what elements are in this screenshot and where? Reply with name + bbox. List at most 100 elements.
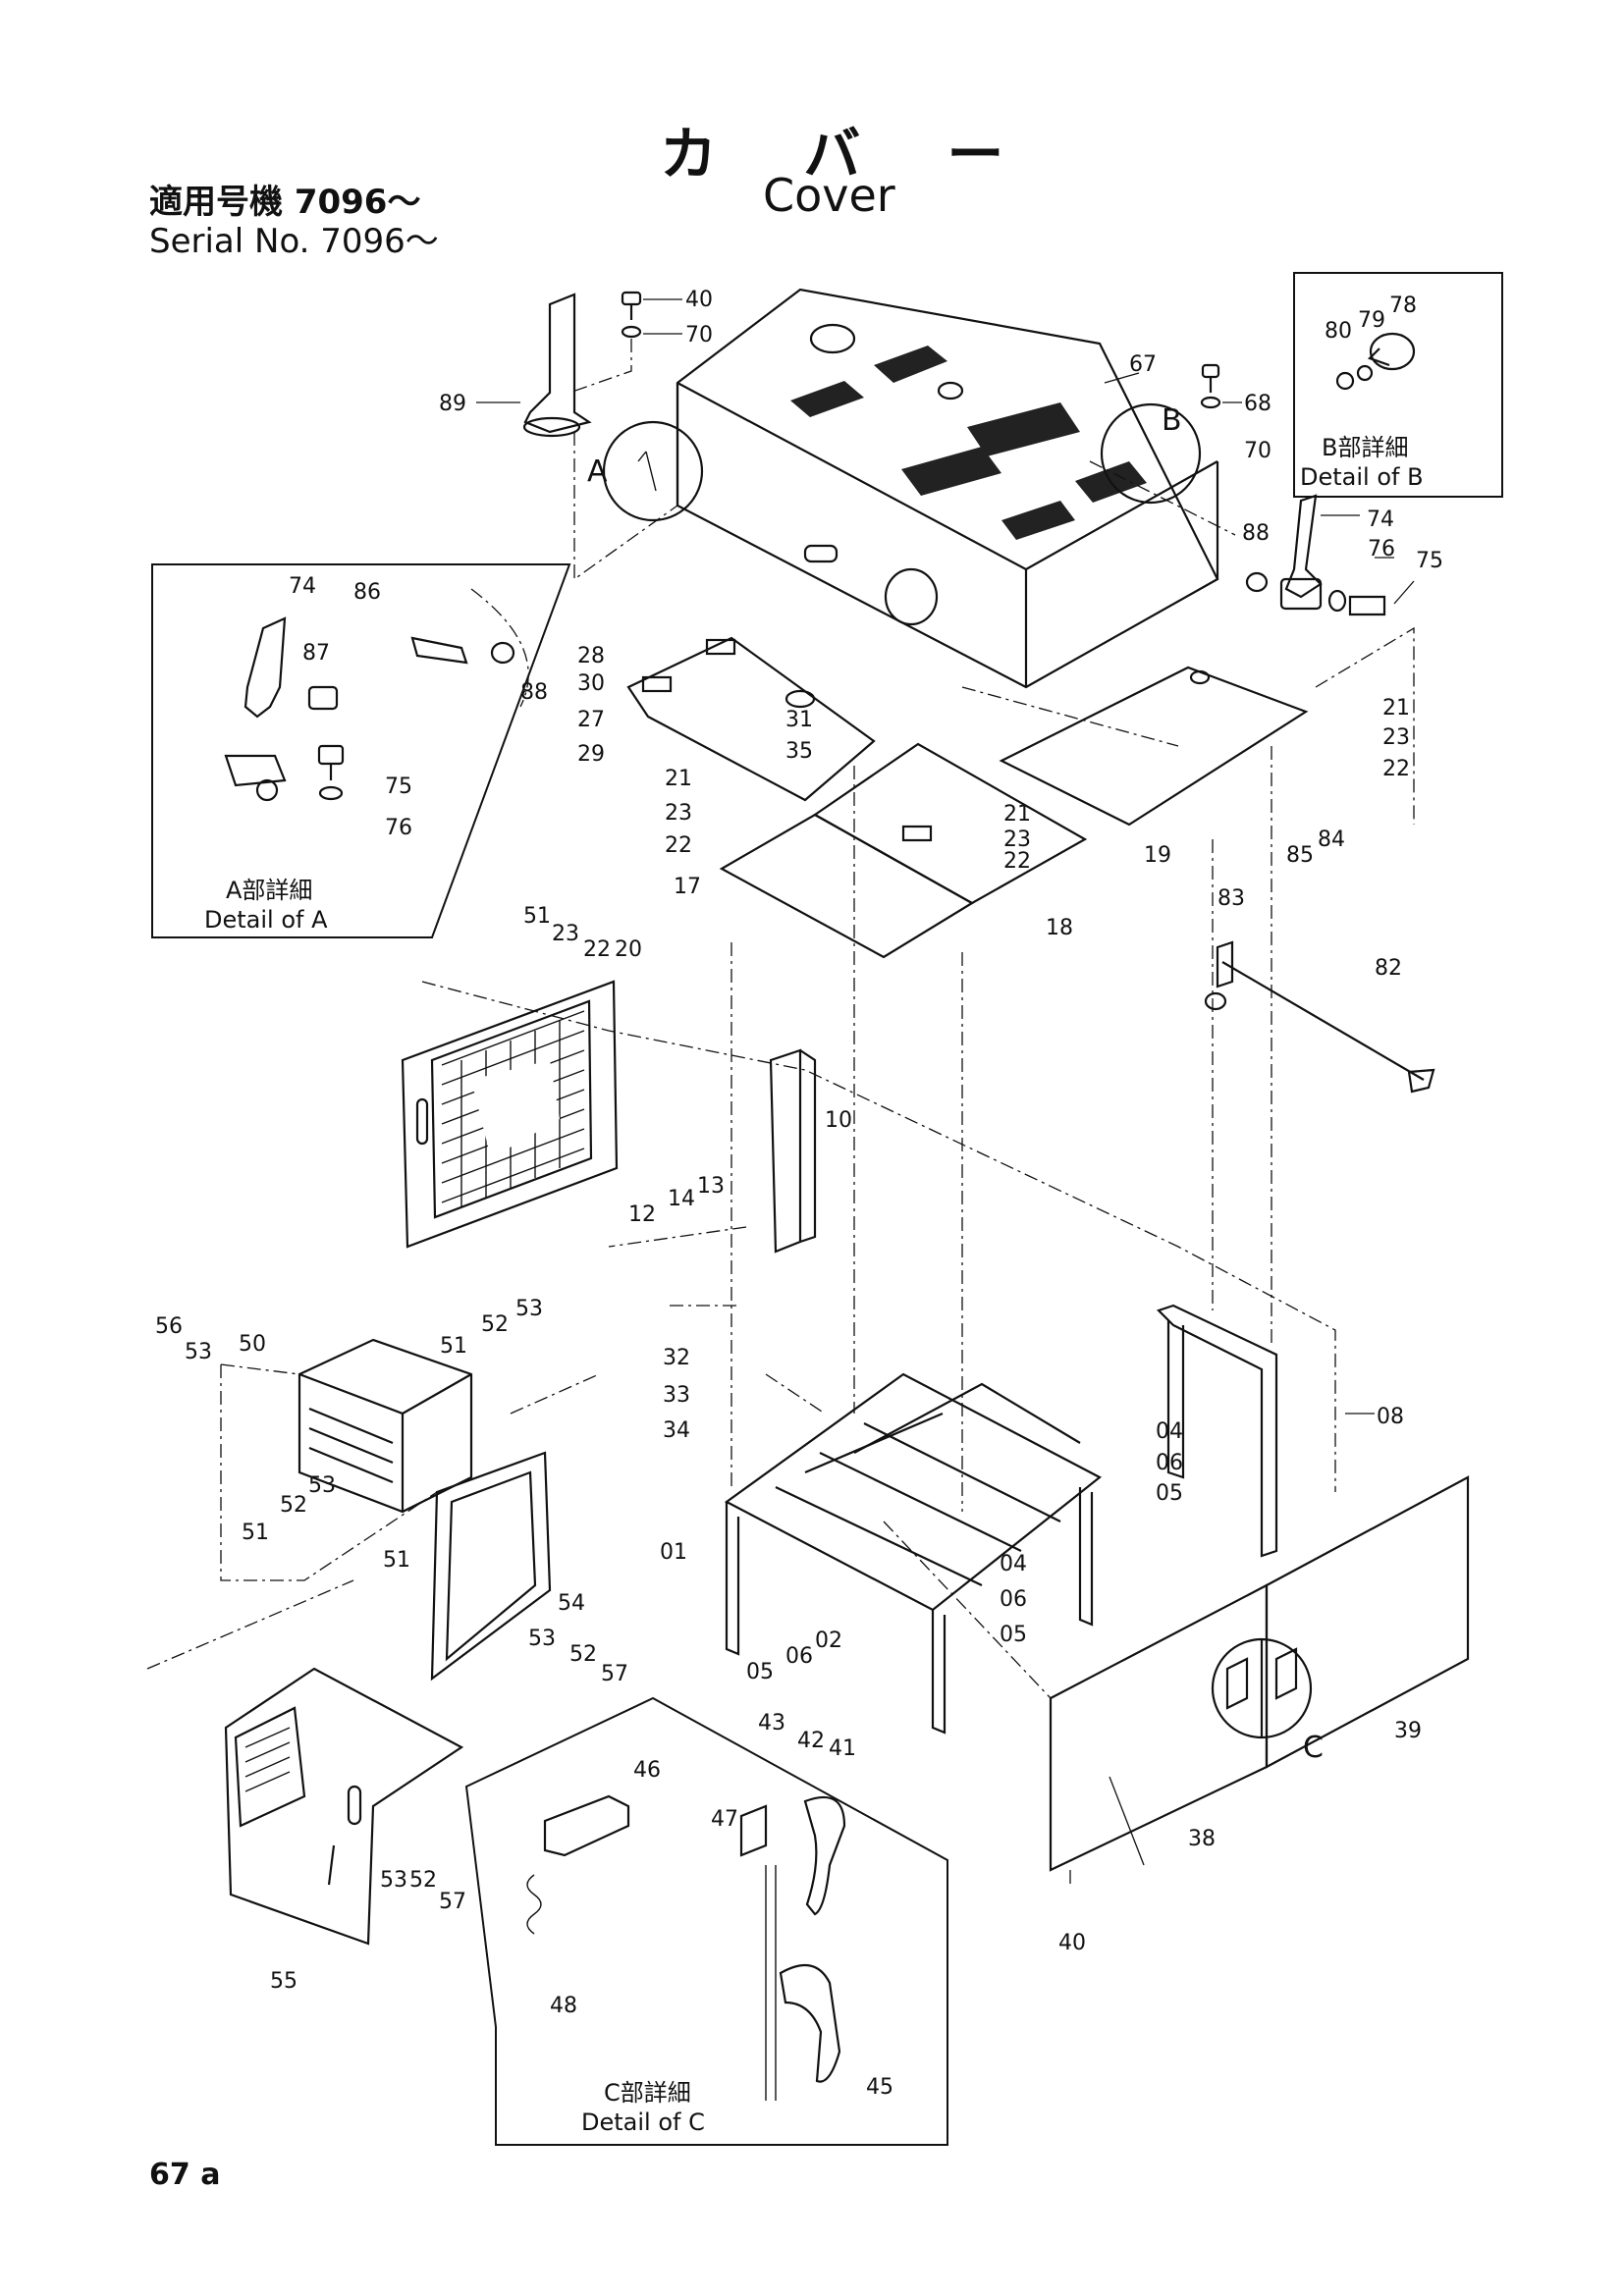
- page-number: 67 a: [149, 2158, 221, 2192]
- part-label: 22: [583, 937, 611, 962]
- exhaust-pipe-89: [522, 293, 592, 438]
- detail-c-en: Detail of C: [581, 2109, 705, 2136]
- part-label: 23: [665, 801, 692, 826]
- part-label: 52: [280, 1493, 307, 1518]
- part-label: 21: [665, 767, 692, 791]
- part-label: 40: [1058, 1931, 1086, 1955]
- part-label: 57: [439, 1890, 466, 1914]
- part-label: 45: [866, 2075, 893, 2100]
- detail-b-en: Detail of B: [1300, 463, 1424, 491]
- rod-82: [1204, 940, 1435, 1094]
- part-label: 52: [569, 1642, 597, 1667]
- part-label: 51: [440, 1334, 467, 1359]
- part-label: 04: [1156, 1419, 1183, 1444]
- part-label: 19: [1144, 843, 1171, 868]
- bolt-40-top: [568, 291, 642, 394]
- assembly-lines: [146, 432, 1415, 1885]
- part-label: 21: [1382, 696, 1410, 721]
- part-label: 74: [1367, 507, 1394, 532]
- part-label: 68: [1244, 392, 1271, 416]
- part-label: 84: [1318, 828, 1345, 852]
- grille-frame-20: [401, 980, 619, 1249]
- part-label: 47: [711, 1807, 738, 1832]
- part-label: 79: [1358, 308, 1385, 333]
- part-label: 06: [1156, 1451, 1183, 1475]
- part-label: 85: [1286, 843, 1314, 868]
- part-label: 75: [385, 774, 412, 799]
- main-frame-01: [724, 1372, 1103, 1735]
- part-label: 53: [308, 1473, 336, 1498]
- part-label: 27: [577, 708, 605, 732]
- panel-54: [430, 1451, 552, 1682]
- part-label: 18: [1046, 916, 1073, 940]
- part-label: 02: [815, 1629, 842, 1653]
- part-label: 08: [1377, 1405, 1404, 1429]
- part-label: 52: [409, 1868, 437, 1893]
- detail-c-box: C部詳細 Detail of C: [464, 1696, 948, 2146]
- part-label: 13: [697, 1174, 725, 1199]
- part-label: 17: [674, 875, 701, 899]
- part-label: 23: [1003, 828, 1031, 852]
- part-label: 05: [746, 1660, 774, 1684]
- part-label: 78: [1389, 294, 1417, 318]
- detail-c-jp: C部詳細: [604, 2079, 691, 2107]
- part-label: 51: [383, 1548, 410, 1573]
- door-38: [1049, 1583, 1269, 1872]
- part-label: 22: [665, 833, 692, 858]
- battery-box-50: [298, 1338, 473, 1514]
- part-label: 88: [1242, 521, 1270, 546]
- callout-a-circle: A: [587, 420, 704, 522]
- part-label: 31: [785, 708, 813, 732]
- part-label: 29: [577, 742, 605, 767]
- part-label: 22: [1382, 757, 1410, 781]
- part-label: 01: [660, 1540, 687, 1565]
- bracket-10: [769, 1048, 817, 1254]
- part-label: 06: [785, 1644, 813, 1669]
- part-label: 30: [577, 671, 605, 696]
- latch-74-right: [1245, 494, 1386, 616]
- detail-a-jp: A部詳細: [226, 877, 312, 904]
- part-label: 53: [185, 1340, 212, 1364]
- callout-b-label: B: [1162, 403, 1182, 438]
- part-label: 57: [601, 1662, 628, 1686]
- top-plate-27: [626, 636, 876, 802]
- engine-cover-67: [676, 288, 1219, 689]
- part-label: 70: [685, 323, 713, 347]
- part-label: 51: [523, 904, 551, 929]
- detail-b-jp: B部詳細: [1322, 434, 1408, 461]
- part-label: 33: [663, 1383, 690, 1408]
- part-label: 35: [785, 739, 813, 764]
- part-label: 88: [520, 680, 548, 705]
- side-door-55: [224, 1667, 464, 1946]
- part-label: 89: [439, 392, 466, 416]
- part-label: 06: [1000, 1587, 1027, 1612]
- part-label: 21: [1003, 802, 1031, 827]
- part-label: 76: [385, 816, 412, 840]
- callout-a-label: A: [587, 454, 608, 489]
- bracket-08: [1156, 1304, 1278, 1558]
- part-label: 23: [1382, 725, 1410, 750]
- callout-b-circle: B: [1100, 402, 1202, 505]
- serial-number-english: Serial No. 7096～: [149, 222, 439, 261]
- panel-18: [812, 742, 1088, 905]
- panel-17: [719, 813, 975, 959]
- part-label: 54: [558, 1591, 585, 1616]
- part-label: 86: [353, 580, 381, 605]
- part-label: 32: [663, 1346, 690, 1370]
- part-label: 12: [628, 1202, 656, 1227]
- part-label: 53: [380, 1868, 407, 1893]
- part-label: 48: [550, 1994, 577, 2018]
- part-label: 14: [668, 1187, 695, 1211]
- page-title-english: Cover: [763, 169, 895, 222]
- part-label: 52: [481, 1312, 509, 1337]
- part-label: 75: [1416, 549, 1443, 573]
- detail-b-box: B部詳細 Detail of B: [1293, 272, 1503, 498]
- part-label: 76: [1368, 537, 1395, 561]
- panel-19: [999, 666, 1309, 827]
- part-label: 38: [1188, 1827, 1216, 1851]
- part-label: 05: [1156, 1481, 1183, 1506]
- part-labels: 40 70 89 67 68 70 78 79 80 88 74 76 75 7…: [155, 288, 1443, 2100]
- detail-a-box: A部詳細 Detail of A: [151, 563, 571, 938]
- part-label: 05: [1000, 1623, 1027, 1647]
